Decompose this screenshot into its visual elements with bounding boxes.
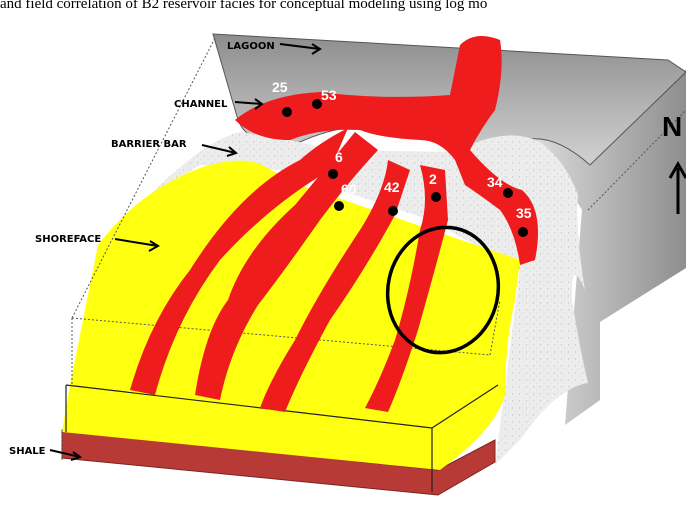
channel-label: CHANNEL — [174, 99, 228, 110]
north-label: N — [662, 111, 682, 142]
lagoon-label: LAGOON — [227, 41, 275, 52]
well-60-dot — [334, 201, 344, 211]
well-6-dot — [328, 169, 338, 179]
well-35-label: 35 — [516, 205, 532, 221]
well-35-dot — [518, 227, 528, 237]
barrier-bar-label: BARRIER BAR — [111, 139, 187, 150]
well-60-label: 60 — [341, 181, 357, 197]
well-6-label: 6 — [335, 149, 343, 165]
well-53-label: 53 — [321, 87, 337, 103]
well-42-label: 42 — [384, 179, 400, 195]
well-34-dot — [503, 188, 513, 198]
well-42-dot — [388, 206, 398, 216]
shoreface-label: SHOREFACE — [35, 234, 101, 245]
well-25-dot — [282, 107, 292, 117]
shale-label: SHALE — [9, 446, 46, 457]
well-2-dot — [431, 192, 441, 202]
well-25-label: 25 — [272, 79, 288, 95]
well-2-label: 2 — [429, 171, 437, 187]
well-34-label: 34 — [487, 174, 503, 190]
